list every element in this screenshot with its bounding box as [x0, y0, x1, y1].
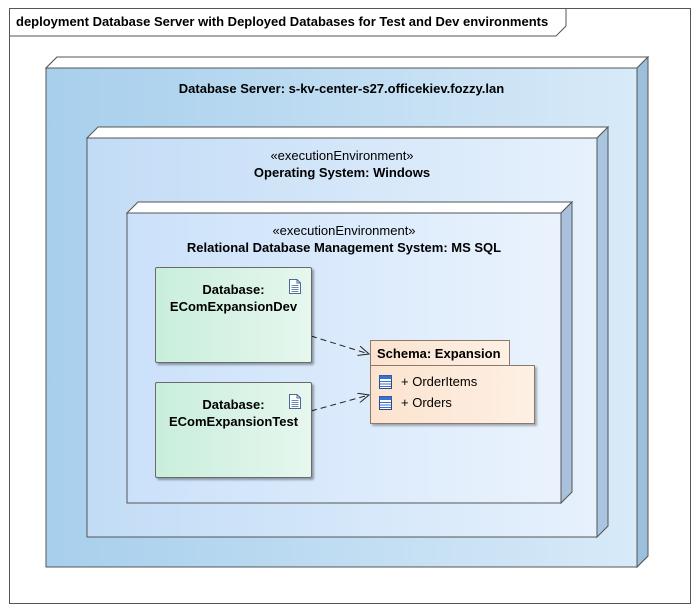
os-label: Operating System: Windows [253, 165, 431, 180]
schema-package[interactable]: + OrderItems + Orders [370, 365, 535, 424]
document-icon [289, 279, 301, 294]
os-stereotype: «executionEnvironment» [270, 148, 414, 163]
title-tab-border [9, 8, 567, 37]
database-test-line1: Database: [202, 397, 265, 412]
database-dev-name: EComExpansionDev [169, 299, 298, 314]
schema-title: Schema: Expansion [377, 346, 501, 361]
server-label: Database Server: s-kv-center-s27.officek… [178, 81, 505, 96]
schema-item-label: + OrderItems [401, 374, 478, 389]
dependency-arrow-test [310, 395, 369, 412]
database-dev-line1: Database: [202, 282, 265, 297]
database-node-test[interactable]: Database: EComExpansionTest [155, 382, 312, 478]
diagram-title: deployment Database Server with Deployed… [16, 14, 549, 29]
document-icon [289, 394, 301, 409]
database-node-dev[interactable]: Database: EComExpansionDev [155, 267, 312, 363]
database-test-name: EComExpansionTest [168, 414, 299, 429]
rdbms-label: Relational Database Management System: M… [186, 240, 502, 255]
schema-item-label: + Orders [401, 395, 452, 410]
table-icon [379, 375, 392, 389]
table-icon [379, 396, 392, 410]
rdbms-stereotype: «executionEnvironment» [272, 223, 416, 238]
schema-tab[interactable]: Schema: Expansion [370, 340, 510, 366]
dependency-arrow-dev [310, 335, 369, 354]
